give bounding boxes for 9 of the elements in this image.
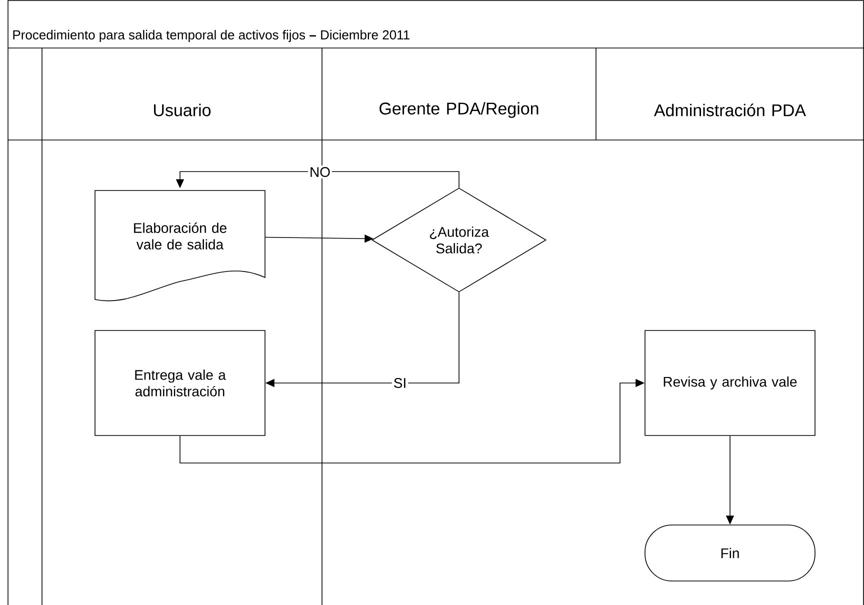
process-box: Entrega vale a administración [94, 330, 266, 436]
lane-header: Gerente PDA/Region [380, 102, 538, 118]
terminator: Fin [644, 524, 816, 582]
process-box: Revisa y archiva vale [644, 330, 816, 436]
edge-label: NO [308, 166, 332, 178]
title: Procedimiento para salida temporal de activos fijos – Diciembre 2011 [13, 30, 410, 42]
lane-header: Usuario [154, 104, 211, 116]
edge-label: SI [392, 376, 408, 390]
lane-header: Administración PDA [654, 104, 806, 116]
